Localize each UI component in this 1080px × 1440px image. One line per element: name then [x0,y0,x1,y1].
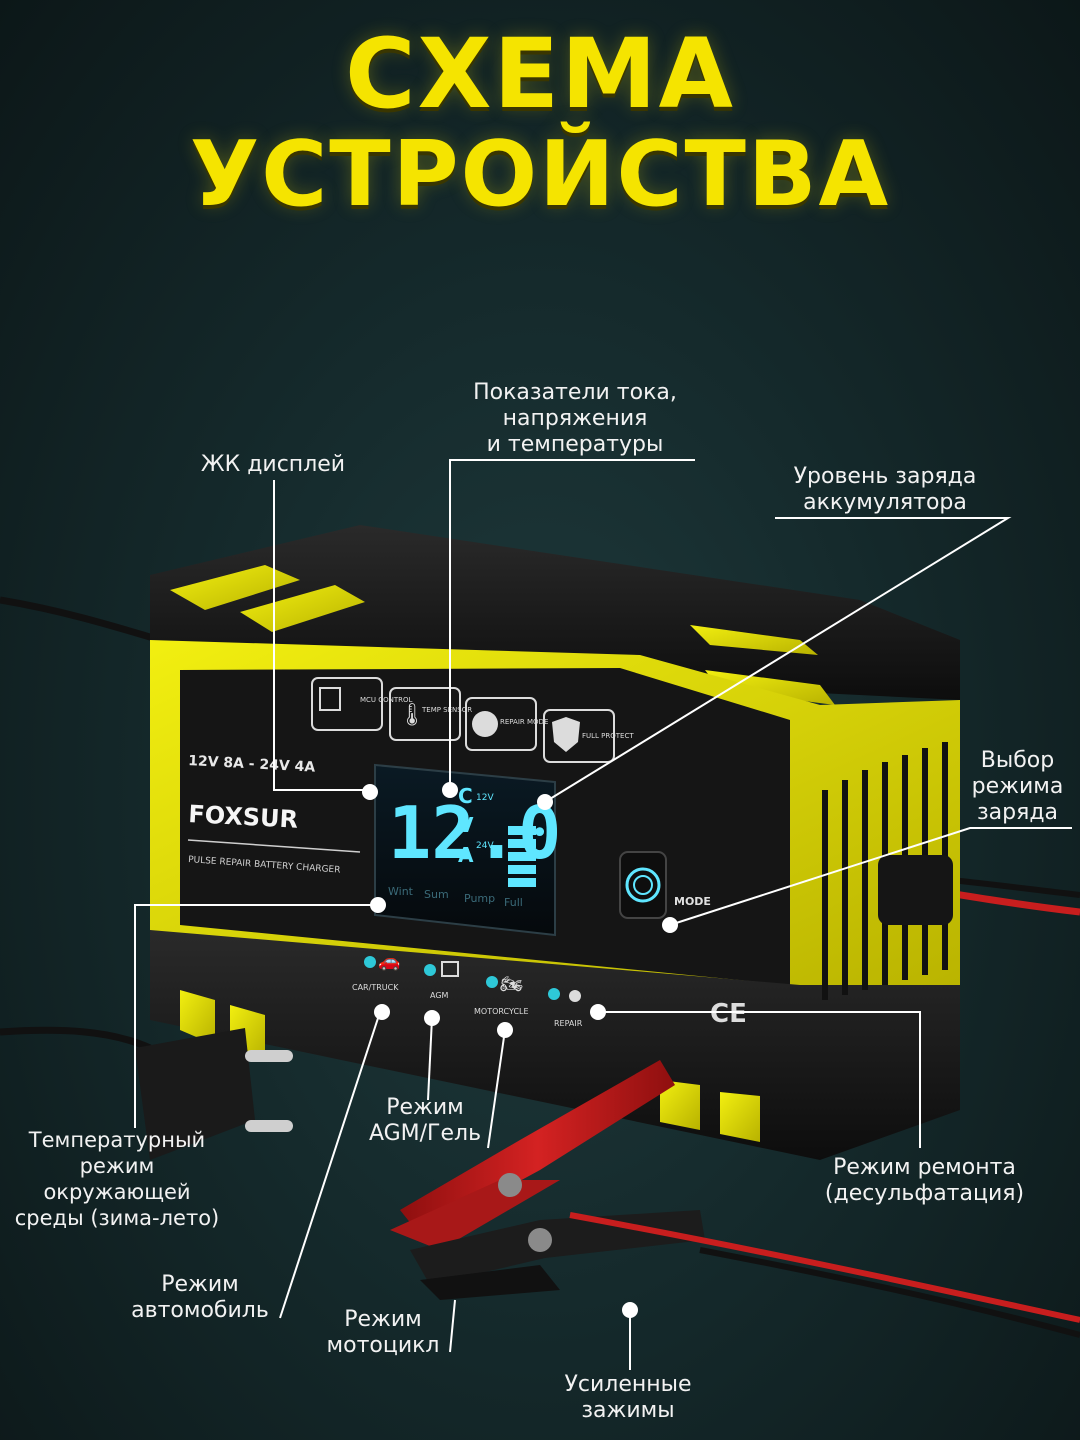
rating-text: 12V 8A - 24V 4A [188,753,316,776]
mode-indicators: 🚗 CAR/TRUCK AGM 🏍 MOTORCYCLE REPAIR [352,951,583,1028]
feature-label-0: MCU CONTROL [360,696,413,704]
repair-wrench-icon [569,990,581,1002]
mode-label-repair: REPAIR [554,1019,583,1028]
lcd-display: 12.0 C V A 12V 24V Wint Sum Pump Full [374,763,561,937]
wrench-icon [472,711,498,737]
callout-repair: Режим ремонта (десульфатация) [824,1155,1025,1206]
red-clamp [390,1060,675,1250]
feature-label-1: TEMP SENSOR [421,706,472,714]
title-line-1: СХЕМА [345,18,735,130]
callout-battery-level: Уровень заряда аккумулятора [793,464,977,515]
fingerprint-icon [625,867,661,903]
battery-icon [441,961,459,977]
top-ridge-1 [170,565,300,610]
battery-level-bars [508,826,536,887]
feature-mcu [311,677,383,731]
mode-label-car: CAR/TRUCK [352,983,399,992]
callout-indicators: Показатели тока, напряжения и температур… [473,380,677,457]
title-line-2: УСТРОЙСТВА [189,122,891,227]
callout-clamps: Усиленные зажимы [564,1372,692,1423]
mode-button-label: MODE [674,895,711,908]
top-ridge-3 [690,625,818,655]
callout-agm: Режим AGM/Гель [368,1095,482,1146]
feature-icons: MCU CONTROL 🌡 TEMP SENSOR REPAIR MODE FU… [311,677,634,763]
motorcycle-icon: 🏍 [500,974,523,995]
lcd-pump: Pump [464,892,495,905]
feature-temp [389,687,461,741]
lcd-unit-volt: V [458,813,474,837]
feature-label-3: FULL PROTECT [582,732,634,740]
lcd-unit-amp: A [458,843,474,867]
lcd-unit-celsius: C [458,784,473,808]
ce-mark: CE [710,999,747,1029]
mode-label-moto: MOTORCYCLE [474,1007,529,1016]
feature-protect [543,709,615,763]
brand-logo: FOXSUR [188,800,299,834]
lcd-winter: Wint [388,885,414,898]
callout-leaders [134,459,1072,1370]
lcd-24v: 24V [476,841,494,851]
top-ridge-4 [705,670,835,705]
shield-icon [552,717,580,752]
lcd-summer: Sum [424,888,449,901]
mode-button[interactable]: MODE [619,851,711,919]
feature-repair [465,697,537,751]
car-icon: 🚗 [378,951,400,972]
callout-car: Режим автомобиль [131,1272,269,1323]
mode-label-agm: AGM [430,991,449,1000]
callout-lcd: ЖК дисплей [200,452,346,477]
callout-moto: Режим мотоцикл [326,1307,440,1358]
clamp-cables [569,1212,1080,1338]
chip-icon [319,687,341,711]
callout-mode-select: Выбор режима заряда [971,748,1064,825]
cable-strain-relief [878,855,953,925]
lcd-full: Full [504,896,523,909]
feature-label-2: REPAIR MODE [500,718,548,726]
lcd-12v: 12V [476,793,494,803]
eu-plug [135,1028,293,1160]
thermometer-icon: 🌡 [398,703,426,728]
callout-temperature: Температурный режим окружающей среды (зи… [14,1128,220,1230]
top-ridge-2 [240,585,365,632]
